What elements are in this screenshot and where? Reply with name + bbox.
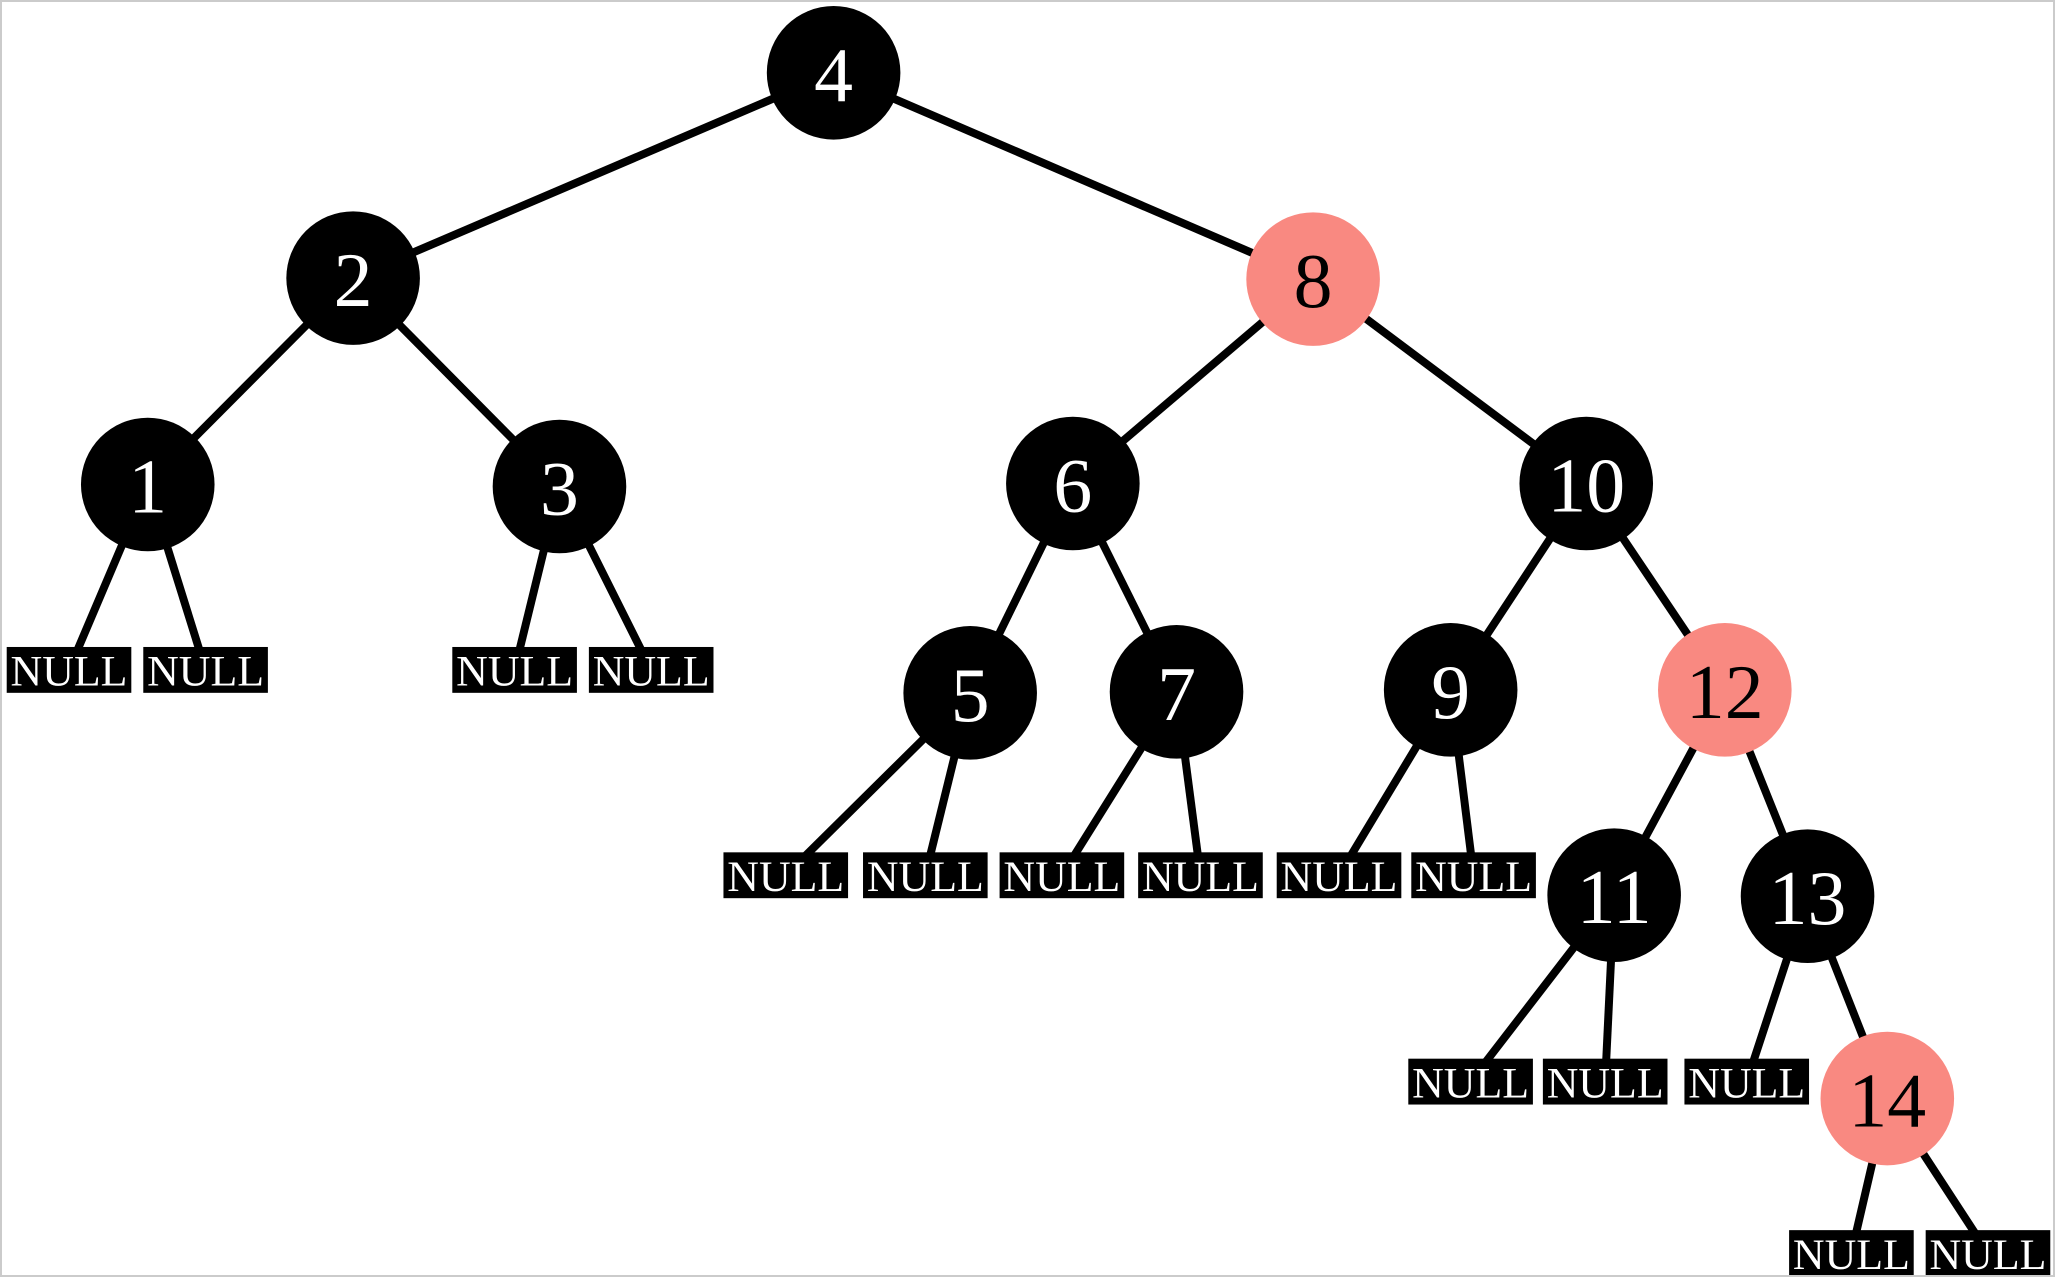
null-leaf-label: NULL	[1415, 853, 1532, 901]
tree-node-label-13: 13	[1769, 855, 1847, 941]
null-leaf	[1925, 1230, 2051, 1275]
tree-node-5	[903, 626, 1037, 760]
null-leaf-label: NULL	[1688, 1059, 1805, 1107]
tree-node-12	[1658, 623, 1792, 757]
null-leaf	[143, 646, 268, 693]
tree-edge-4-2	[351, 69, 836, 282]
tree-node-6	[1006, 416, 1140, 551]
null-leaf	[1684, 1058, 1810, 1105]
null-leaf-label: NULL	[727, 853, 844, 901]
tree-node-label-11: 11	[1577, 854, 1652, 940]
tree-node-2	[286, 211, 420, 345]
null-leaf	[588, 646, 714, 693]
null-leaf	[1408, 1058, 1533, 1105]
tree-node-label-4: 4	[814, 32, 853, 118]
null-leaf-label: NULL	[1793, 1231, 1910, 1275]
null-leaf	[723, 852, 849, 899]
null-leaf	[999, 852, 1125, 899]
tree-node-label-5: 5	[951, 652, 990, 738]
tree-node-14	[1820, 1031, 1955, 1166]
tree-node-label-14: 14	[1848, 1058, 1926, 1144]
tree-node-10	[1519, 416, 1654, 551]
null-leaf-label: NULL	[1412, 1059, 1529, 1107]
tree-node-4	[766, 5, 901, 140]
null-leaf-label: NULL	[867, 853, 984, 901]
tree-node-label-7: 7	[1157, 651, 1196, 737]
tree-node-label-2: 2	[334, 237, 373, 323]
tree-node-label-6: 6	[1053, 442, 1092, 528]
tree-node-label-9: 9	[1431, 649, 1470, 735]
tree-node-9	[1383, 623, 1518, 757]
tree-node-8	[1246, 212, 1380, 346]
tree-node-label-8: 8	[1294, 238, 1333, 324]
null-leaf-label: NULL	[1281, 853, 1398, 901]
tree-node-label-10: 10	[1547, 442, 1625, 528]
null-leaf-label: NULL	[147, 648, 264, 696]
tree-node-3	[492, 419, 627, 554]
null-leaf	[1138, 852, 1263, 899]
null-leaf-label: NULL	[1930, 1231, 2047, 1275]
null-leaf	[1276, 852, 1402, 899]
null-leaf-label: NULL	[1547, 1059, 1664, 1107]
tree-node-11	[1547, 828, 1681, 962]
null-leaf	[1542, 1058, 1668, 1105]
tree-node-label-12: 12	[1686, 649, 1764, 735]
null-leaf	[1411, 852, 1536, 899]
null-leaf-label: NULL	[11, 648, 128, 696]
tree-edge-4-8	[832, 69, 1315, 283]
null-leaf	[452, 646, 577, 693]
null-leaf-label: NULL	[593, 648, 710, 696]
tree-node-1	[80, 417, 215, 552]
null-leaf-label: NULL	[456, 648, 573, 696]
null-leaf	[6, 646, 132, 693]
tree-node-13	[1740, 829, 1875, 963]
tree-node-label-3: 3	[540, 445, 579, 531]
null-leaf-label: NULL	[1142, 853, 1259, 901]
tree-node-label-1: 1	[128, 443, 167, 529]
tree-node-7	[1109, 625, 1244, 759]
null-leaf-label: NULL	[1003, 853, 1120, 901]
null-leaf	[863, 852, 988, 899]
null-leaf	[1789, 1230, 1914, 1275]
